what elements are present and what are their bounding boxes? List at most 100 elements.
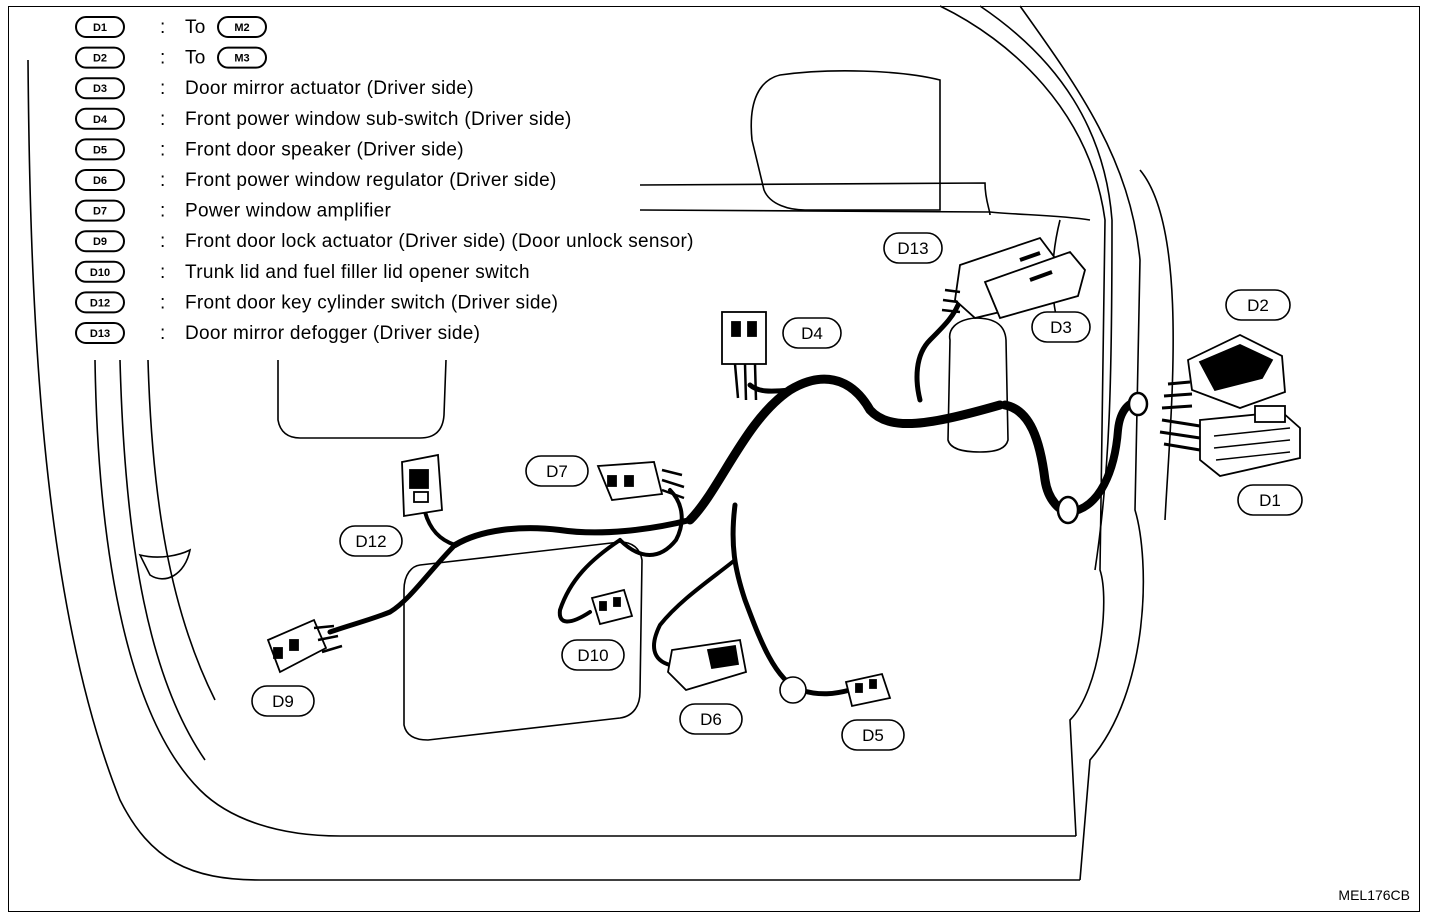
callout-d10-label: D10 — [577, 646, 608, 665]
callout-d12-label: D12 — [355, 532, 386, 551]
callout-d5: D5 — [841, 719, 905, 751]
legend-badge-d5: D5 — [75, 138, 125, 161]
callout-d6-label: D6 — [700, 710, 722, 729]
wiring-harness — [327, 297, 1144, 697]
legend-badge-label: D2 — [93, 53, 107, 65]
legend-badge-m3: M3 — [217, 46, 267, 69]
legend-separator: : — [160, 201, 166, 222]
legend-separator: : — [160, 323, 166, 344]
callout-d9-label: D9 — [272, 692, 294, 711]
legend-badge-label: M3 — [234, 53, 249, 65]
callout-d7-label: D7 — [546, 462, 568, 481]
callout-d3-label: D3 — [1050, 318, 1072, 337]
callout-d3: D3 — [1031, 311, 1091, 343]
legend-row: D13: Door mirror defogger (Driver side) — [75, 322, 480, 344]
connector-d5 — [844, 672, 892, 708]
connector-d4 — [721, 311, 767, 401]
legend-description: Front door lock actuator (Driver side) (… — [185, 231, 694, 252]
legend-separator: : — [160, 231, 166, 252]
legend-badge-d9: D9 — [75, 230, 125, 253]
legend-description: Front power window regulator (Driver sid… — [185, 170, 557, 191]
legend-badge-label: D10 — [90, 267, 110, 279]
legend-row: D10: Trunk lid and fuel filler lid opener… — [75, 260, 530, 283]
callout-d1-label: D1 — [1259, 491, 1281, 510]
legend-row: D3: Door mirror actuator (Driver side) — [75, 77, 474, 100]
legend-badge-d6: D6 — [75, 169, 125, 191]
door-panel-outline — [27, 5, 1174, 881]
legend-badge-d1: D1 — [75, 16, 125, 38]
connector-d2 — [1161, 333, 1286, 410]
figure-code: MEL176CB — [1338, 887, 1410, 903]
connector-d7 — [596, 461, 685, 501]
legend-description: Front door speaker (Driver side) — [185, 139, 464, 160]
legend-description: Door mirror actuator (Driver side) — [185, 78, 474, 99]
callout-d4-label: D4 — [801, 324, 823, 343]
legend-badge-label: D9 — [93, 236, 107, 248]
legend-separator: : — [160, 109, 166, 130]
callout-d5-label: D5 — [862, 726, 884, 745]
legend-separator: : — [160, 78, 166, 99]
legend-badge-label: D3 — [93, 83, 107, 95]
legend-prefix: To — [185, 48, 206, 69]
legend-badge-d12: D12 — [75, 291, 125, 314]
legend-badge-d13: D13 — [75, 322, 125, 344]
legend-row: D5: Front door speaker (Driver side) — [75, 138, 464, 161]
connector-d10 — [590, 588, 634, 626]
grommets — [779, 391, 1149, 704]
legend-badge-d2: D2 — [75, 46, 125, 69]
legend-badge-label: D1 — [93, 22, 107, 34]
connectors — [266, 236, 1301, 708]
legend-badge-d10: D10 — [75, 260, 125, 283]
legend-row: D6: Front power window regulator (Driver … — [75, 169, 557, 191]
legend-badge-label: D12 — [90, 297, 110, 309]
legend-separator: : — [160, 170, 166, 191]
callout-d1: D1 — [1237, 484, 1303, 516]
legend-badge-label: M2 — [234, 22, 249, 34]
callout-d13-label: D13 — [897, 239, 928, 258]
legend-badge-label: D6 — [93, 175, 107, 187]
legend-separator: : — [160, 17, 166, 38]
connector-d1 — [1159, 405, 1301, 477]
legend-description: Door mirror defogger (Driver side) — [185, 323, 480, 344]
connector-d9 — [266, 618, 343, 674]
legend-badge-d4: D4 — [75, 107, 125, 130]
legend-badge-label: D13 — [90, 328, 110, 340]
legend-badge-label: D5 — [93, 144, 107, 156]
callout-d6: D6 — [679, 703, 743, 735]
callout-d4: D4 — [782, 317, 842, 349]
callout-labels: D13 D3 D4 D2 D1 D7 D12 D10 — [251, 232, 1303, 751]
legend-row: D4: Front power window sub-switch (Driver… — [75, 107, 572, 130]
legend-separator: : — [160, 139, 166, 160]
legend-badge-d3: D3 — [75, 77, 125, 100]
legend-row: D1: To M2 — [75, 16, 267, 38]
connector-d13-d3 — [941, 236, 1086, 320]
legend-separator: : — [160, 48, 166, 69]
legend-separator: : — [160, 292, 166, 313]
callout-d2: D2 — [1225, 289, 1291, 321]
callout-d2-label: D2 — [1247, 296, 1269, 315]
legend-row: D12: Front door key cylinder switch (Driv… — [75, 291, 558, 314]
legend-row: D2: To M3 — [75, 46, 267, 69]
legend-description: Front power window sub-switch (Driver si… — [185, 109, 572, 130]
callout-d7: D7 — [525, 455, 589, 487]
legend-badge-d7: D7 — [75, 199, 125, 222]
legend-prefix: To — [185, 17, 206, 38]
callout-d10: D10 — [561, 639, 625, 671]
legend-description: Front door key cylinder switch (Driver s… — [185, 292, 558, 313]
callout-d12: D12 — [339, 525, 403, 557]
legend-badge-m2: M2 — [217, 16, 267, 38]
connector-d6 — [667, 638, 748, 692]
legend-badge-label: D4 — [93, 114, 108, 126]
legend-separator: : — [160, 262, 166, 283]
connector-d12 — [401, 453, 443, 518]
legend-badge-label: D7 — [93, 206, 107, 218]
callout-d9: D9 — [251, 685, 315, 717]
legend-description: Power window amplifier — [185, 201, 392, 222]
legend-row: D7: Power window amplifier — [75, 199, 392, 222]
legend-row: D9: Front door lock actuator (Driver side… — [75, 230, 694, 253]
callout-d13: D13 — [883, 232, 943, 264]
legend-description: Trunk lid and fuel filler lid opener swi… — [185, 262, 530, 283]
diagram-frame — [8, 6, 1420, 912]
